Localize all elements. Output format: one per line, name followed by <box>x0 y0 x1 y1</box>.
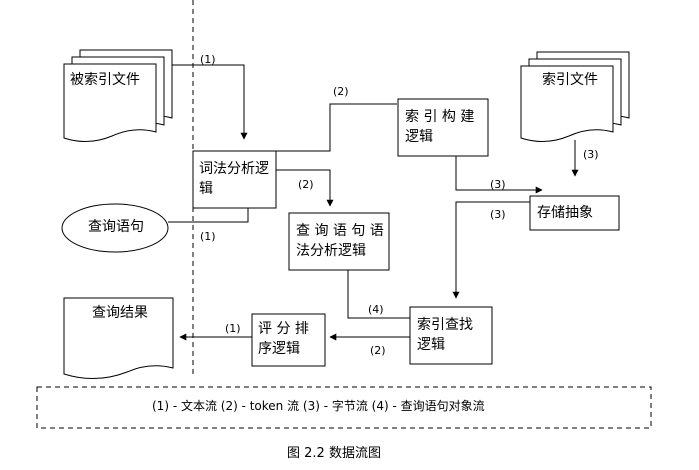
index-files-label: 索引文件 <box>542 72 598 88</box>
scoring-sort-box <box>251 313 326 367</box>
flow-query-to-lexical <box>168 208 249 223</box>
flow-syntax-to-search <box>347 270 410 319</box>
index-build-label: 索 引 构 建 逻辑 <box>405 109 475 145</box>
flow-indexed-to-lexical <box>172 64 248 140</box>
flow-label-indexfiles: (3) <box>583 148 599 161</box>
index-files-shape <box>520 51 630 142</box>
flow-label-search: (2) <box>370 344 386 357</box>
index-search-label: 索引查找逻辑 <box>417 317 473 353</box>
flow-lexical-to-syntax <box>276 169 334 207</box>
query-syntax-box <box>288 212 390 271</box>
query-sentence-label: 查询语句 <box>88 219 144 235</box>
flow-label-store: (3) <box>490 178 506 191</box>
legend-text: (1) - 文本流 (2) - token 流 (3) - 字节流 (4) - … <box>152 399 485 413</box>
query-sentence-shape <box>61 203 169 253</box>
query-syntax-label: 查 询 语 句 语 法分析逻辑 <box>296 223 384 259</box>
lexical-analysis-label: 词法分析逻辑 <box>199 161 269 197</box>
index-search-box <box>409 306 493 365</box>
indexed-files-label: 被索引文件 <box>70 72 140 88</box>
flow-label-object: (4) <box>368 303 384 316</box>
index-build-box <box>397 98 489 157</box>
storage-abstraction-label: 存储抽象 <box>537 205 593 221</box>
legend-box <box>36 386 652 429</box>
query-results-shape <box>63 297 174 380</box>
flow-build-to-storage <box>455 156 543 194</box>
storage-abstraction-box <box>529 195 620 231</box>
flow-storage-to-search <box>452 201 530 299</box>
scoring-sort-label: 评 分 排 序逻辑 <box>258 321 309 357</box>
flow-label-indexed: (1) <box>200 53 216 66</box>
flow-label-syntax: (2) <box>298 178 314 191</box>
flow-label-build: (2) <box>333 85 349 98</box>
query-results-label: 查询结果 <box>92 305 148 321</box>
lexical-analysis-box <box>192 150 277 209</box>
flow-label-result: (1) <box>225 322 241 335</box>
flow-lexical-to-build <box>276 103 397 152</box>
flow-label-storage-out: (3) <box>490 208 506 221</box>
flow-label-query: (1) <box>200 230 216 243</box>
figure-caption: 图 2.2 数据流图 <box>287 446 381 461</box>
indexed-files-shape <box>63 49 173 142</box>
